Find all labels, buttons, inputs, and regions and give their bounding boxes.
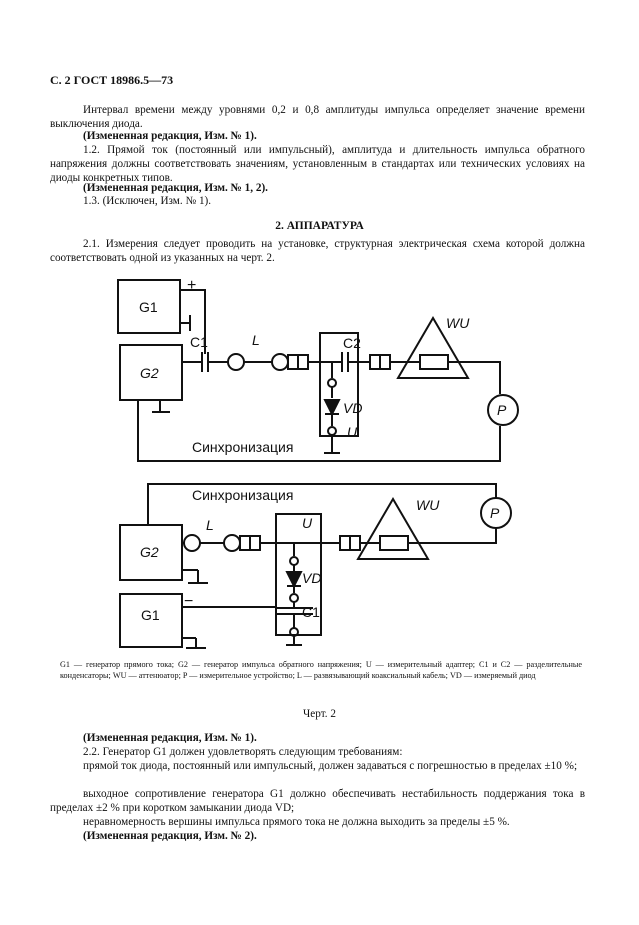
adapter-u-box-2 (275, 513, 322, 636)
diagram-1-wiring (117, 279, 519, 462)
attenuator-wu-triangle-2 (356, 497, 430, 560)
label-plus: + (187, 277, 196, 294)
revision-note-2: (Измененная редакция, Изм. № 1, 2). (83, 182, 268, 194)
adapter-u-box (319, 332, 359, 437)
label-sync-2: Синхронизация (192, 487, 293, 503)
label-g2: G2 (140, 365, 159, 381)
diagram-2-wiring (119, 483, 512, 649)
generator-g1-box-2 (119, 593, 183, 648)
paragraph-2-1: 2.1. Измерения следует проводить на уста… (50, 238, 585, 264)
paragraph-time-interval: Интервал времени между уровнями 0,2 и 0,… (50, 104, 585, 130)
generator-g1-box (117, 279, 181, 334)
revision-note-3: (Измененная редакция, Изм. № 1). (83, 732, 257, 744)
label-vd-2: VD (302, 570, 321, 586)
label-wu: WU (446, 315, 470, 331)
label-g2-2: G2 (140, 544, 159, 560)
page-header: С. 2 ГОСТ 18986.5—73 (50, 73, 174, 87)
paragraph-output-resistance: выходное сопротивление генератора G1 дол… (50, 788, 585, 814)
label-p: P (497, 402, 507, 418)
paragraph-1-2: 1.2. Прямой ток (постоянный или импульсн… (50, 144, 585, 184)
label-l: L (252, 332, 260, 348)
generator-g2-box-2 (119, 524, 183, 581)
generator-g2-box (119, 344, 183, 401)
figure-caption: Черт. 2 (303, 708, 336, 720)
label-g1-2: G1 (141, 607, 160, 623)
figure-legend: G1 — генератор прямого тока; G2 — генера… (60, 660, 582, 680)
label-l-2: L (206, 517, 214, 533)
label-u: U (347, 424, 358, 440)
section-title: 2. АППАРАТУРА (275, 220, 364, 232)
label-minus: − (184, 593, 193, 610)
attenuator-wu-triangle (396, 316, 470, 379)
label-sync: Синхронизация (192, 439, 293, 455)
revision-note-1: (Измененная редакция, Изм. № 1). (83, 130, 257, 142)
label-p-2: P (490, 505, 500, 521)
revision-note-4: (Измененная редакция, Изм. № 2). (83, 830, 257, 842)
paragraph-flatness: неравномерность вершины импульса прямого… (83, 816, 510, 828)
label-u-2: U (302, 515, 313, 531)
label-g1: G1 (139, 299, 158, 315)
paragraph-2-2: 2.2. Генератор G1 должен удовлетворять с… (83, 746, 403, 758)
label-vd: VD (343, 400, 362, 416)
label-c2: C2 (343, 335, 361, 351)
label-c1-2: C1 (302, 604, 320, 620)
label-wu-2: WU (416, 497, 440, 513)
paragraph-1-3: 1.3. (Исключен, Изм. № 1). (83, 195, 212, 207)
paragraph-forward-current: прямой ток диода, постоянный или импульс… (83, 760, 578, 772)
label-c1: C1 (190, 334, 208, 350)
meter-p-circle (487, 394, 519, 426)
